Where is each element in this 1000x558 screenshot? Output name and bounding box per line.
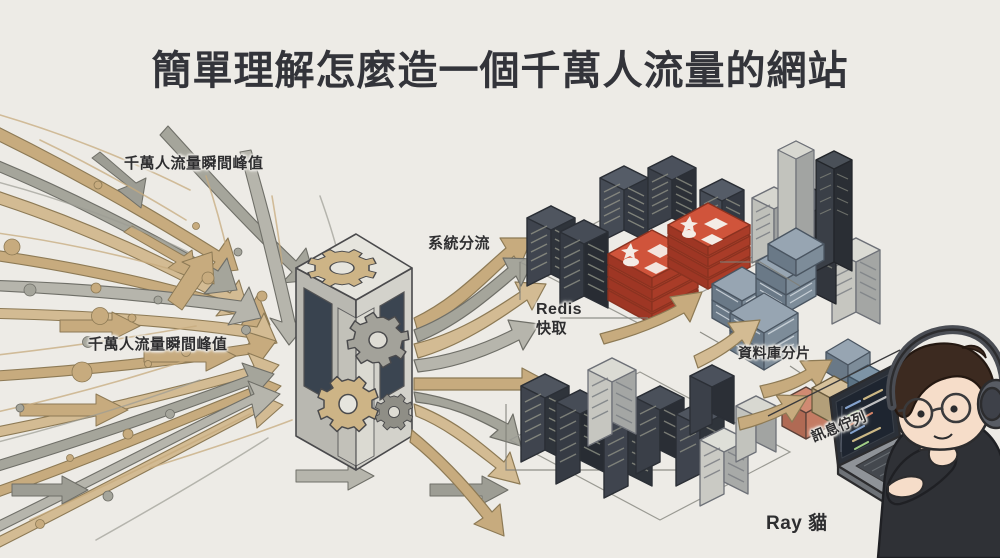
- label-author: Ray 貓: [766, 513, 828, 534]
- label-system-dispatch: 系統分流: [428, 235, 491, 252]
- label-redis-name: Redis: [536, 301, 583, 318]
- label-peak-traffic-mid: 千萬人流量瞬間峰值: [88, 336, 228, 353]
- cache-to-shard-arrows: [599, 291, 833, 399]
- traffic-burst-arrows: [0, 114, 509, 548]
- label-peak-traffic-top: 千萬人流量瞬間峰值: [124, 155, 264, 172]
- server-rack-cluster-bottom: [508, 357, 792, 521]
- page-title: 簡單理解怎麼造一個千萬人流量的網站: [151, 49, 849, 93]
- label-db-shard: 資料庫分片: [738, 345, 811, 361]
- label-redis-role: 快取: [536, 319, 568, 337]
- person-with-laptop: [828, 325, 1000, 558]
- redis-cache-stack: [607, 202, 751, 325]
- database-shard-cubes: [711, 227, 871, 386]
- dispatch-arrows: [409, 237, 553, 537]
- load-balancer-gear-box: [295, 233, 414, 471]
